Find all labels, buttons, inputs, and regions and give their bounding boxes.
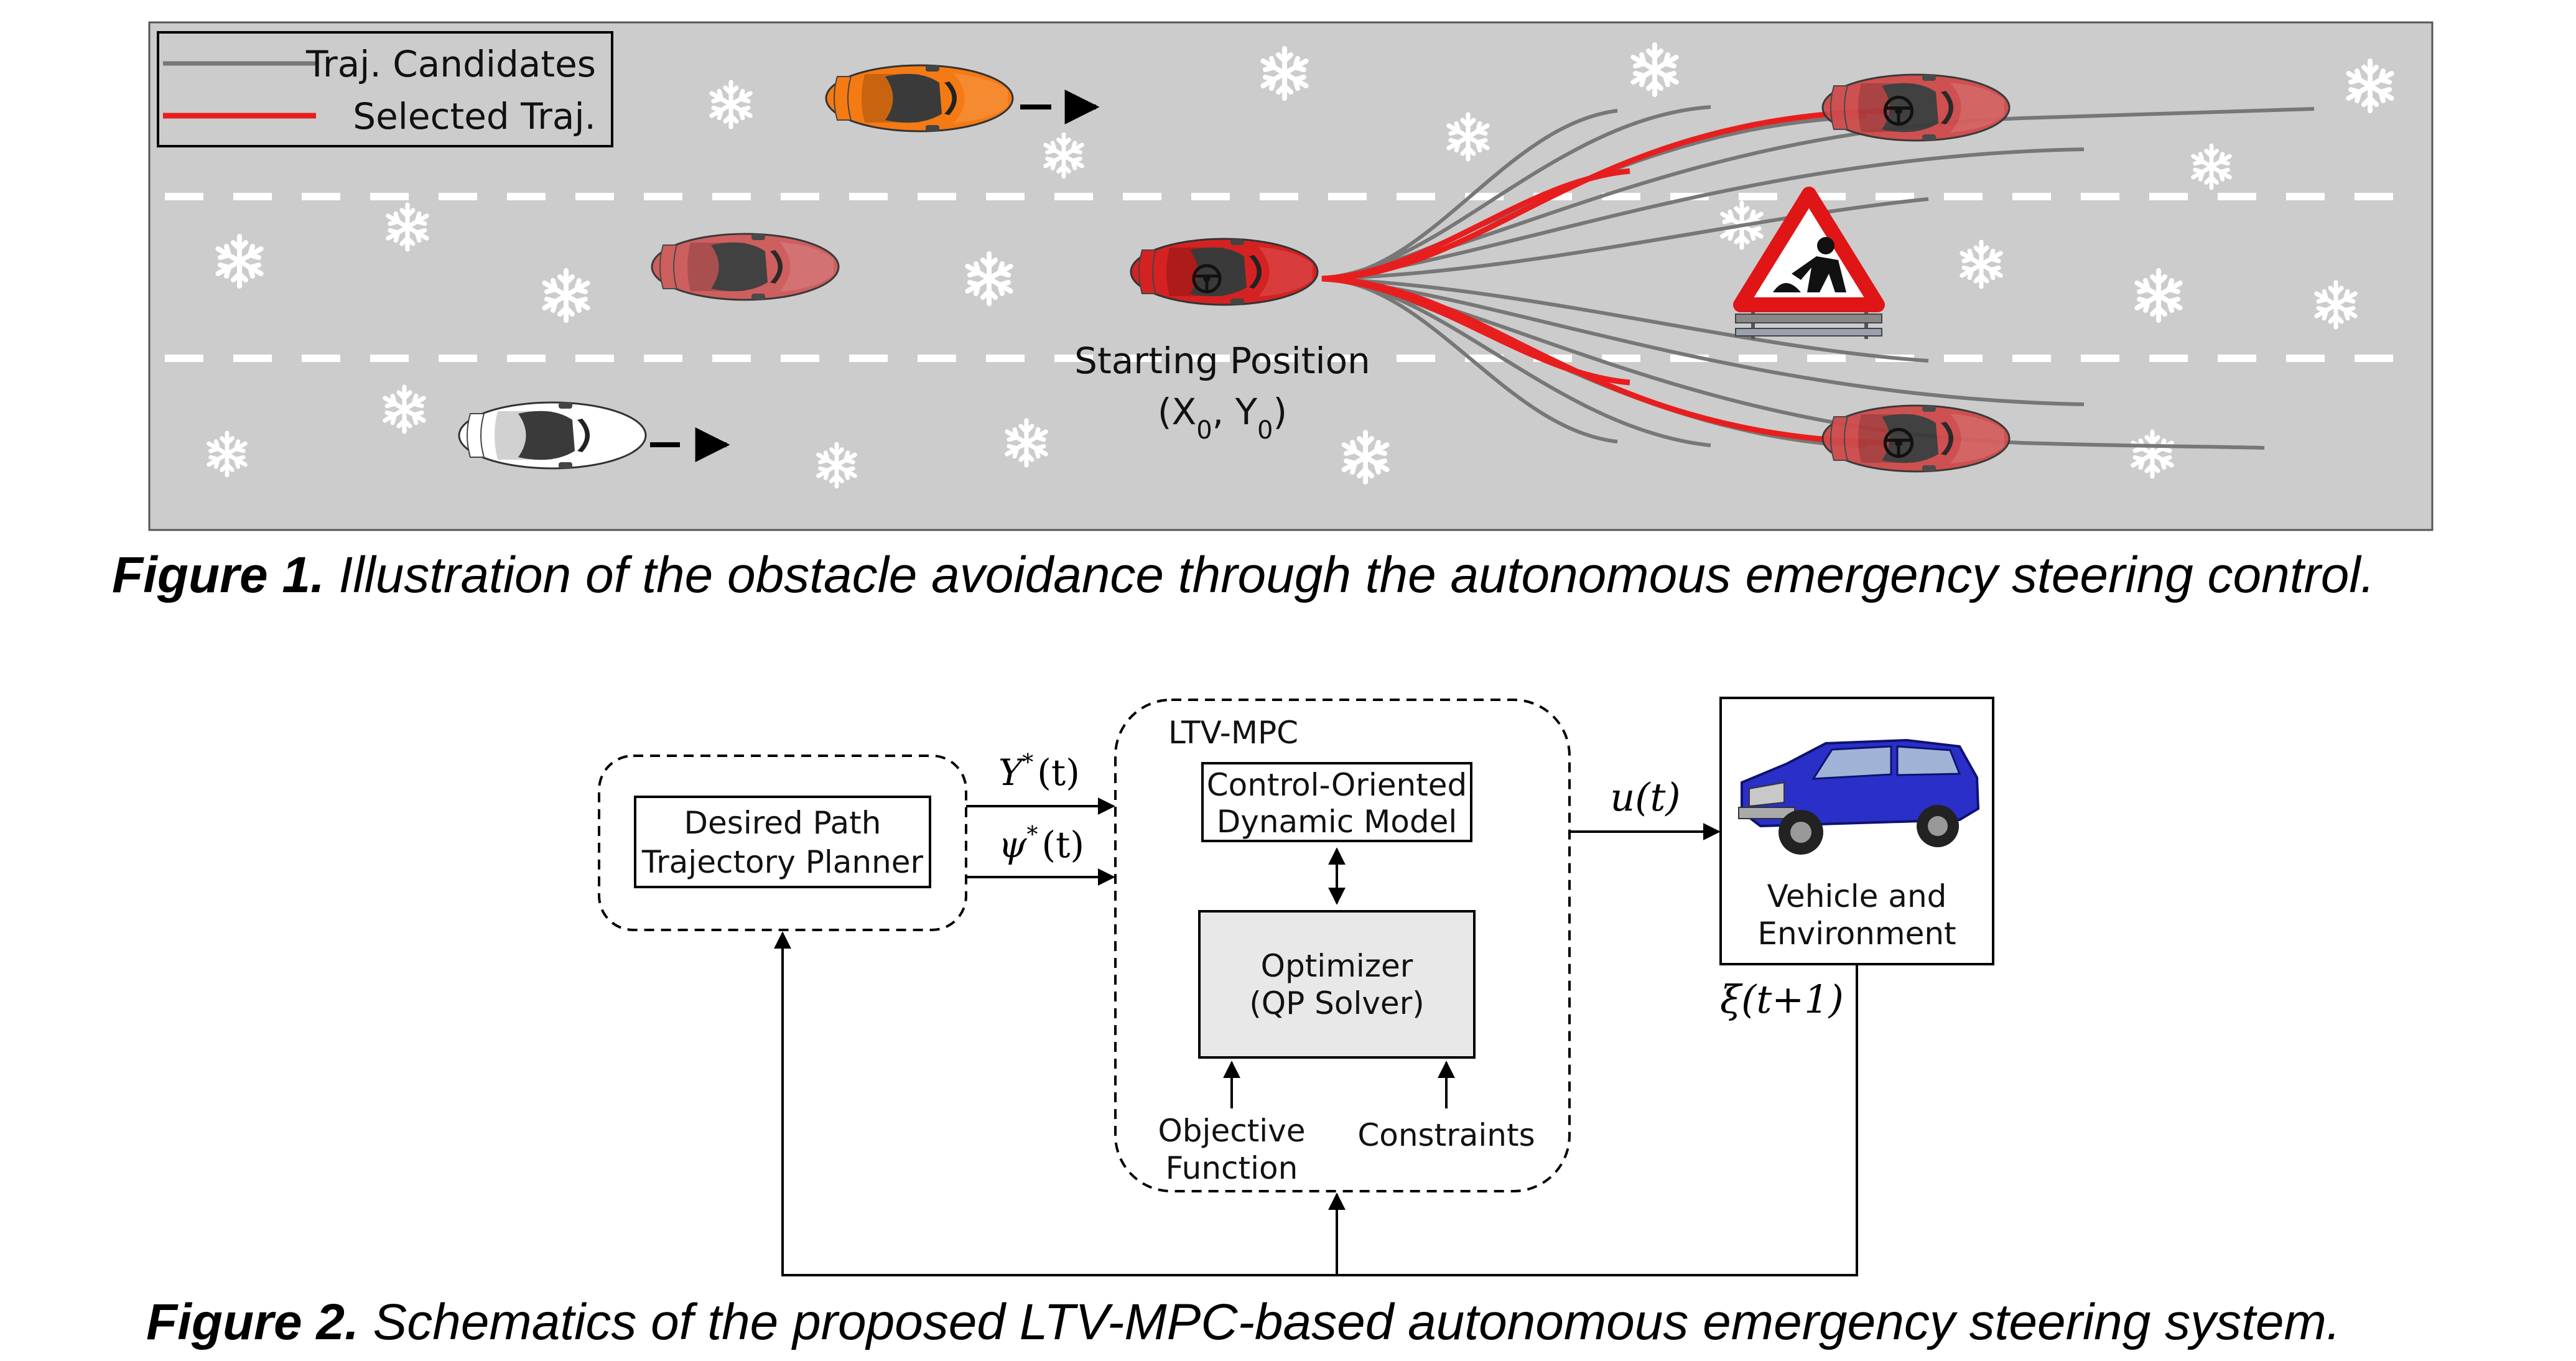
optimizer-box — [1198, 910, 1476, 1059]
constraints-label: Constraints — [1357, 1117, 1535, 1153]
car-icon-ego — [1130, 238, 1319, 306]
car-icon-orange — [825, 64, 1014, 132]
dynamic-model-label-line2: Dynamic Model — [1217, 804, 1458, 840]
figure-1-caption: Figure 1. Illustration of the obstacle a… — [112, 547, 2374, 603]
selected-path-upper — [1321, 108, 1904, 282]
figure-1: Traj. Candidates Selected Traj. Starting… — [112, 21, 2434, 603]
candidate-path — [1321, 277, 1618, 444]
vehicle-label-line2: Environment — [1757, 916, 1956, 952]
ltv-mpc-label: LTV-MPC — [1168, 715, 1298, 751]
suv-icon — [1738, 738, 1980, 855]
planner-label-line2: Trajectory Planner — [641, 844, 924, 880]
figure-2: Desired Path Trajectory Planner LTV-MPC … — [146, 697, 2341, 1350]
car-icon-ghost — [651, 233, 840, 301]
dynamic-model-box — [1201, 762, 1472, 842]
y-ref-label: Y*(t) — [998, 750, 1080, 794]
starting-position-coordinates: (X0, Y0) — [1158, 391, 1287, 445]
selected-trajectories — [1321, 108, 1904, 446]
candidate-path — [1321, 197, 1929, 281]
planner-label-line1: Desired Path — [684, 805, 881, 841]
ltv-mpc-container — [1114, 699, 1571, 1192]
objective-label-line2: Function — [1166, 1150, 1298, 1186]
legend-box — [157, 31, 613, 147]
optimizer-label-line1: Optimizer — [1261, 948, 1413, 984]
car-icon-white — [458, 401, 647, 470]
control-input-label: u(t) — [1610, 774, 1680, 820]
selected-path-lower-branch — [1321, 276, 1630, 386]
optimizer-label-line2: (QP Solver) — [1249, 985, 1425, 1021]
trajectory-planner-box — [634, 796, 931, 888]
psi-ref-label: ψ*(t) — [998, 822, 1084, 866]
legend-candidates-label: Traj. Candidates — [305, 43, 596, 85]
roadwork-sign-icon — [1733, 187, 1885, 339]
car-icon-target-upper — [1821, 73, 2011, 142]
planner-container — [598, 755, 967, 931]
objective-label-line1: Objective — [1158, 1113, 1305, 1149]
starting-position-label: Starting Position — [1074, 340, 1370, 382]
candidate-path — [1321, 277, 1929, 363]
state-feedback-label: ξ(t+1) — [1720, 977, 1844, 1022]
feedback-to-planner — [774, 931, 1858, 1276]
figure-2-caption: Figure 2. Schematics of the proposed LTV… — [146, 1294, 2341, 1350]
selected-path-upper-branch — [1321, 168, 1630, 282]
car-icon-target-lower — [1821, 404, 2011, 473]
dynamic-model-label-line1: Control-Oriented — [1207, 767, 1467, 803]
legend-selected-label: Selected Traj. — [353, 95, 596, 137]
vehicle-label-line1: Vehicle and — [1767, 878, 1947, 914]
legend: Traj. Candidates Selected Traj. — [157, 31, 613, 147]
